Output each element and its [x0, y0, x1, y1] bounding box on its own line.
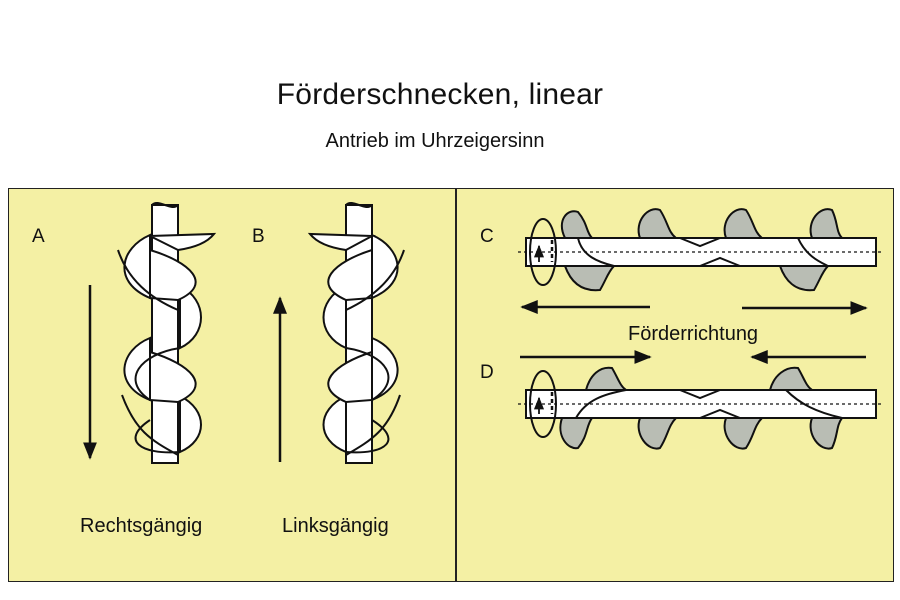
caption-left-handed: Linksgängig — [282, 515, 389, 537]
screw-d — [518, 366, 884, 450]
screw-c — [518, 208, 884, 292]
caption-right-handed: Rechtsgängig — [80, 515, 203, 537]
diagram-subtitle: Antrieb im Uhrzeigersinn — [325, 130, 545, 152]
screw-b-left-handed — [307, 202, 405, 464]
conveying-direction-label: Förderrichtung — [628, 323, 759, 345]
label-c: C — [480, 226, 494, 247]
screw-a-right-handed — [117, 202, 217, 464]
label-b: B — [252, 226, 265, 247]
diagram-title: Förderschnecken, linear — [276, 78, 604, 111]
label-a: A — [32, 226, 45, 247]
label-d: D — [480, 362, 494, 383]
